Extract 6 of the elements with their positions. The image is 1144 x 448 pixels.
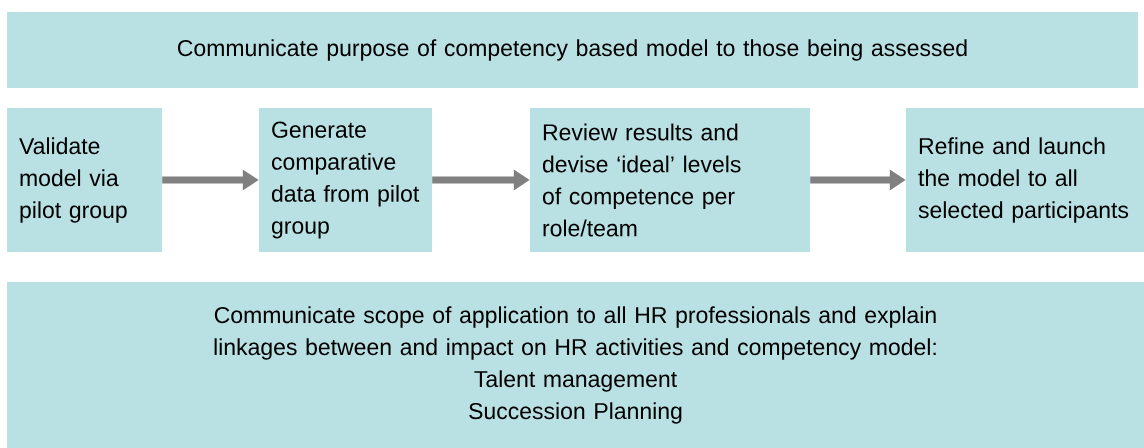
process-box: Generate comparative data from pilot group [259,108,432,252]
process-box: Validate model via pilot group [7,108,162,252]
banner-box: Communicate scope of application to all HR professionals and explain linkages between and impact on HR activities and competency model: Talent management Succession Planning [7,282,1144,448]
process-box: Refine and launch the model to all selected participants [906,108,1144,252]
process-box: Review results and devise ‘ideal’ levels of competence per role/team [530,108,810,252]
banner-box: Communicate purpose of competency based model to those being assessed [7,12,1138,88]
